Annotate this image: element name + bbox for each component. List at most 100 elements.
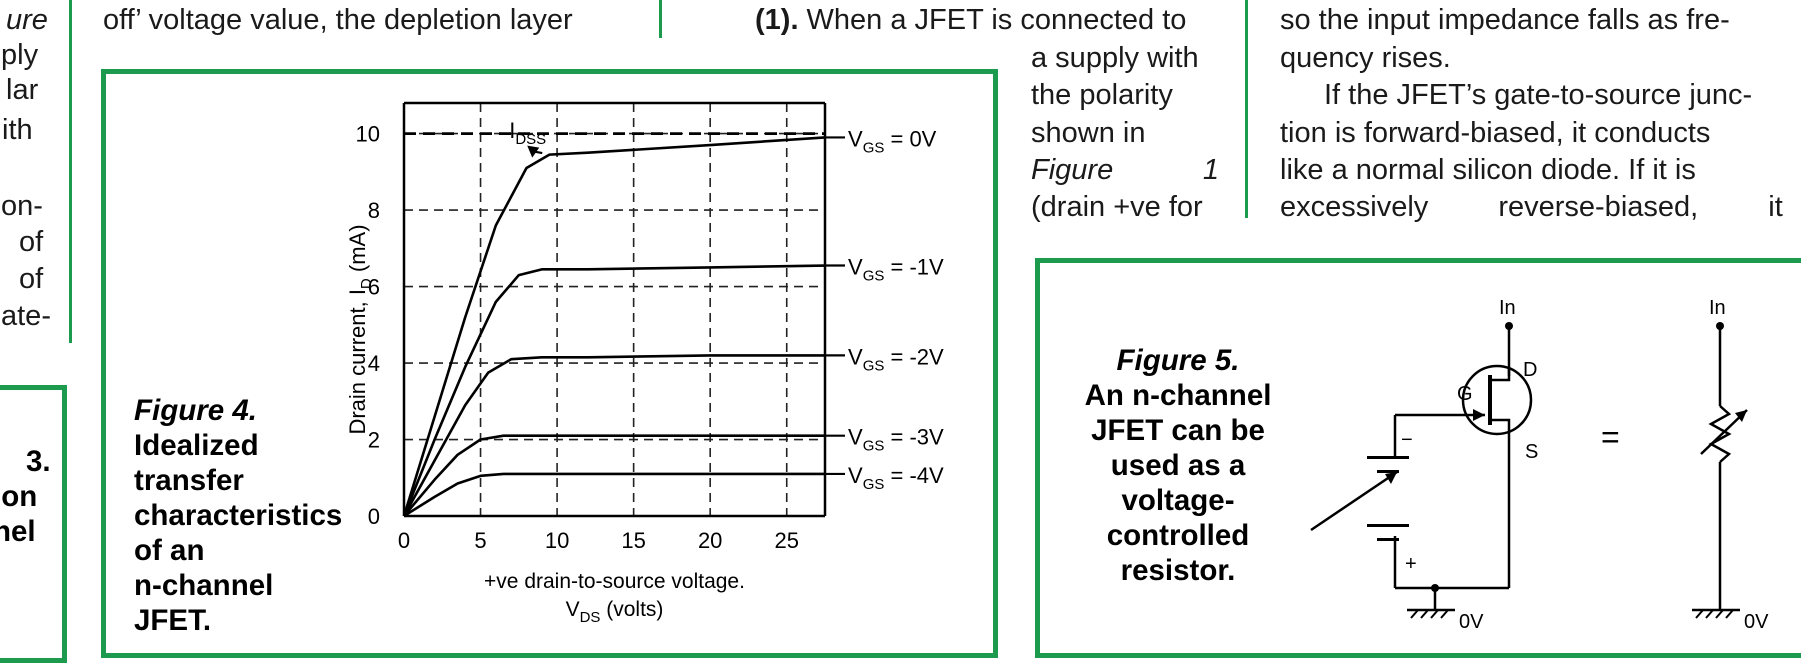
series-label: VGS = -2V [848, 344, 944, 374]
figure-5-caption-line: used as a [1110, 449, 1246, 482]
series-label: VGS = -3V [848, 425, 944, 455]
source-label: S [1525, 441, 1538, 463]
y-tick-label: 6 [368, 275, 380, 300]
col4-line: so the input impedance falls as fre- [1280, 4, 1730, 36]
column-rule-1 [69, 0, 72, 343]
col3-line: the polarity [1031, 79, 1173, 111]
figure-5-caption-label: Figure 5. [1116, 344, 1240, 377]
battery-variable-arrow [1310, 470, 1398, 532]
drain-lead [1490, 368, 1511, 382]
figure-4-caption-line: of an [134, 534, 205, 567]
col1-line: ate- [1, 300, 51, 332]
figure-4-caption-line: n-channel [134, 569, 274, 602]
col1-line: of [19, 263, 44, 295]
x-tick-label: 0 [398, 528, 410, 553]
col1-line: ure [6, 4, 48, 36]
in-label-left: In [1499, 297, 1516, 319]
series-line [403, 472, 825, 518]
in-terminal-left [1505, 322, 1513, 330]
battery-plus-label: + [1405, 553, 1417, 575]
col3-line-1: (1). When a JFET is connected to [755, 2, 1186, 40]
figure-5-caption-line: voltage- [1121, 484, 1235, 517]
idss-annotation-label: IDSS [509, 118, 546, 148]
figure-ref-bold: (1). [755, 4, 799, 36]
series-label: VGS = -1V [848, 255, 944, 285]
column-rule-3 [1245, 0, 1248, 218]
resistor-zigzag [1708, 405, 1732, 463]
col1-line: ply [1, 39, 39, 71]
y-tick-label: 10 [356, 122, 380, 147]
series-label: VGS = -4V [848, 463, 944, 493]
battery-plate-3 [1367, 524, 1409, 527]
gate-arrow-head [1473, 409, 1485, 421]
figure-4-caption-line: transfer [134, 464, 244, 497]
battery-arrow-head [1385, 472, 1397, 484]
col4-line: like a normal silicon diode. If it is [1280, 154, 1696, 186]
series-line [402, 354, 825, 517]
series-line [402, 264, 826, 517]
jfet-resistor-circuit-diagram: In In D G S − + 0V 0V = [1310, 297, 1769, 633]
ground-label-left: 0V [1459, 611, 1484, 633]
col4-line: excessively reverse-biased, it [1280, 191, 1783, 223]
in-label-right: In [1709, 297, 1726, 319]
battery-plate-2 [1377, 470, 1399, 473]
x-tick-label: 5 [474, 528, 486, 553]
figure-3-caption-line: nel [0, 515, 36, 548]
source-lead [1490, 418, 1511, 432]
figure-3-caption-line: 3. [26, 445, 51, 478]
col1-line: of [19, 226, 44, 258]
battery-minus-label: − [1401, 429, 1413, 451]
figure-5-box: Figure 5. An n-channel JFET can be used … [1035, 258, 1801, 658]
col2-line: off’ voltage value, the depletion layer [103, 4, 573, 36]
figure-3-caption-line: ion [0, 480, 38, 513]
x-tick-label: 25 [774, 528, 798, 553]
y-tick-label: 8 [368, 198, 380, 223]
x-axis-title-units: VDS (volts) [566, 598, 664, 626]
figure-4-caption-label: Figure 4. [134, 394, 257, 427]
figure-5-caption-line: resistor. [1120, 554, 1236, 587]
figure-4-caption-line: Idealized [134, 429, 259, 462]
y-axis-title: Drain current, ID (mA) [345, 224, 375, 434]
gate-label: G [1457, 383, 1473, 405]
battery-plate-4 [1377, 538, 1399, 541]
figure-1-ref-number: 1 [1202, 154, 1219, 186]
ground-hatching [1410, 609, 1734, 619]
in-terminal-right [1716, 322, 1724, 330]
col3-line-1-rest: When a JFET is connected to [798, 4, 1187, 36]
figure-4-caption-line: characteristics [134, 499, 343, 532]
chart-axes [402, 101, 827, 518]
ground-junction [1431, 584, 1439, 592]
idss-annotation-arrowhead [527, 145, 540, 158]
figure-4-caption-line: JFET. [134, 604, 212, 637]
figure-5-caption-line: controlled [1106, 519, 1250, 552]
series-line [402, 136, 826, 517]
col3-line: (drain +ve for [1031, 191, 1203, 223]
jfet-circle [1461, 364, 1533, 436]
series-line [403, 434, 825, 517]
figure-5-caption-line: JFET can be [1091, 414, 1265, 447]
col3-line: a supply with [1031, 42, 1199, 74]
column-rule-2 [659, 0, 662, 38]
y-tick-label: 2 [368, 428, 380, 453]
col1-line: lar [6, 74, 39, 106]
x-tick-label: 15 [621, 528, 645, 553]
col1-line: ith [2, 114, 33, 146]
series-label: VGS = 0V [848, 126, 937, 156]
battery-plate-1 [1367, 456, 1409, 459]
drain-label: D [1523, 359, 1537, 381]
col3-line: shown in [1031, 115, 1219, 153]
col4-line: tion is forward-biased, it conducts [1280, 117, 1711, 149]
equals-sign: = [1601, 419, 1620, 455]
ground-label-right: 0V [1744, 611, 1769, 633]
y-tick-label: 0 [368, 504, 380, 529]
resistor-arrow-head [1735, 410, 1747, 422]
col1-line: on- [1, 190, 43, 222]
y-tick-label: 4 [368, 351, 380, 376]
x-tick-label: 10 [545, 528, 569, 553]
col3-shown-word: shown in [1031, 117, 1146, 149]
col4-line: If the JFET’s gate-to-source junc- [1324, 79, 1753, 111]
chart-series [402, 136, 845, 518]
figure-5-caption-line: An n-channel [1084, 379, 1272, 412]
col3-line: Figure 1 [1031, 152, 1219, 190]
figure-4-box: Figure 4. Idealized transfer characteris… [101, 69, 998, 658]
